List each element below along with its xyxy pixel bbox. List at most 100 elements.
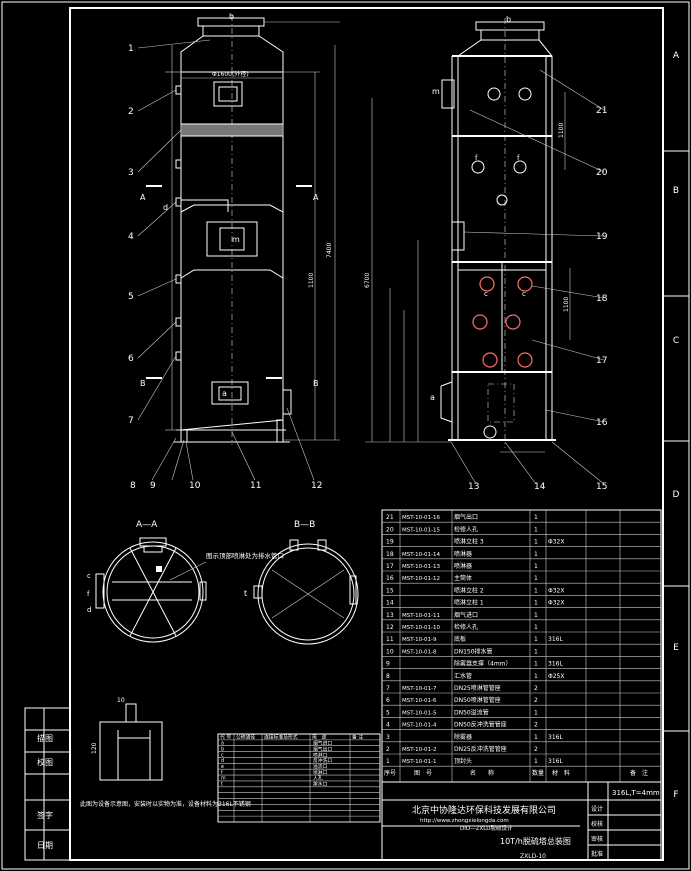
nozzle-cell: t bbox=[221, 782, 223, 788]
nozzle-header-cell: 公称通径 bbox=[236, 733, 255, 740]
bom-row-material: 316L bbox=[548, 636, 563, 643]
bom-row-drawing-no: MST-10-01-5 bbox=[402, 710, 437, 716]
side-callouts: 21 20 19 18 17 16 15 14 13 bbox=[468, 106, 608, 492]
nozzle-header-cell: 代 号 bbox=[220, 733, 231, 740]
front-nozzle-d: d bbox=[163, 203, 168, 212]
front-dim-height: 7400 bbox=[326, 243, 333, 258]
bom-row-material: Φ25X bbox=[548, 673, 564, 680]
bom-row-qty: 1 bbox=[534, 600, 538, 607]
callout-18: 18 bbox=[596, 294, 608, 304]
title-side-label-3: 审核 bbox=[591, 835, 603, 843]
bom-row-qty: 1 bbox=[534, 661, 538, 668]
bom-row-drawing-no: MST-10-01-12 bbox=[402, 576, 440, 582]
section-aa: A—A c f d 图示顶部喷淋处为排水管口 bbox=[87, 520, 284, 643]
nozzle-cell: 排水口 bbox=[313, 781, 328, 788]
bom-row-no: 5 bbox=[386, 709, 390, 716]
front-view: 7400 1100 Φ1600(外径) b d m a A A B B bbox=[128, 12, 340, 491]
nozzle-cell: 反冲洗口 bbox=[313, 757, 332, 764]
callout-17: 17 bbox=[596, 356, 607, 366]
callout-2: 2 bbox=[128, 107, 134, 117]
title-url: http://www.zhongxielongda.com bbox=[420, 818, 509, 824]
bom-row-name: 主筒体 bbox=[454, 574, 472, 582]
bom-row-no: 20 bbox=[386, 526, 394, 533]
bom-row-name: 汇水管 bbox=[454, 672, 472, 680]
bom-row-qty: 2 bbox=[534, 697, 538, 704]
bom-header-cell: 序号 bbox=[384, 769, 396, 777]
bom-row-qty: 1 bbox=[534, 673, 538, 680]
bom-row-no: 10 bbox=[386, 648, 394, 655]
left-block-label-1: 描图 bbox=[37, 733, 53, 743]
nozzle-header-cell: 备 注 bbox=[352, 733, 363, 740]
callout-20: 20 bbox=[596, 168, 608, 178]
bom-row-qty: 1 bbox=[534, 575, 538, 582]
bom-row-name: 除雾器支撑（4mm） bbox=[454, 660, 512, 668]
bom-row-no: 21 bbox=[386, 514, 394, 521]
callout-7: 7 bbox=[128, 416, 134, 426]
callout-21: 21 bbox=[596, 106, 607, 116]
bom-row-no: 12 bbox=[386, 624, 394, 631]
bom-row-drawing-no: MST-10-01-11 bbox=[402, 613, 440, 619]
side-sprayers bbox=[471, 87, 533, 439]
zone-f: F bbox=[673, 790, 678, 800]
nozzle-cell: 喷淋口 bbox=[313, 769, 328, 776]
section-arrows-front: A A B B bbox=[140, 185, 319, 388]
bom-row-drawing-no: MST-10-01-1 bbox=[402, 759, 437, 765]
bom-header-cell: 名 称 bbox=[470, 769, 494, 777]
callout-1: 1 bbox=[128, 44, 134, 54]
callout-19: 19 bbox=[596, 232, 608, 242]
side-nozzle-m: m bbox=[432, 87, 440, 96]
side-leaders bbox=[449, 69, 605, 485]
nozzle-cell: 人孔 bbox=[313, 775, 323, 782]
bom-row-name: DN25反冲洗管管座 bbox=[454, 745, 507, 753]
bom-header-cell: 数量 bbox=[532, 769, 544, 777]
bom-row-no: 6 bbox=[386, 697, 390, 704]
title-project: DIO—ZXLD脱硫设计 bbox=[460, 824, 513, 832]
side-view: 6700 1100 1100 b m f f c c a 21 20 19 18… bbox=[364, 15, 608, 492]
title-block: 北京中协隆达环保科技发展有限公司 http://www.zhongxielong… bbox=[381, 781, 662, 861]
bom-row-qty: 1 bbox=[534, 612, 538, 619]
bom-row-qty: 1 bbox=[534, 624, 538, 631]
bom-row-qty: 1 bbox=[534, 648, 538, 655]
callout-14: 14 bbox=[534, 482, 546, 492]
detail-dim-side: 120 bbox=[91, 742, 98, 754]
front-callouts: 1 2 3 4 5 6 7 8 9 10 11 12 bbox=[128, 44, 322, 491]
nozzle-cell: 烟气出口 bbox=[313, 745, 332, 752]
bom-row-drawing-no: MST-10-01-2 bbox=[402, 747, 437, 753]
bom-row-qty: 1 bbox=[534, 526, 538, 533]
inner-frame bbox=[69, 7, 664, 861]
bom-row-drawing-no: MST-10-01-9 bbox=[402, 637, 437, 643]
nozzle-cell: 喷淋口 bbox=[313, 751, 328, 758]
bom-row-qty: 2 bbox=[534, 685, 538, 692]
side-dim-upper: 1100 bbox=[558, 123, 565, 138]
callout-5: 5 bbox=[128, 292, 134, 302]
callout-3: 3 bbox=[128, 168, 134, 178]
left-revision-block: 描图 校图 签字 日期 bbox=[24, 707, 71, 861]
bom-row-qty: 1 bbox=[534, 551, 538, 558]
bom-row-no: 19 bbox=[386, 539, 394, 546]
title-material-spec: 316L,T=4mm bbox=[612, 789, 660, 797]
bom-row-name: 烟气出口 bbox=[454, 513, 478, 521]
bom-row-name: DN50溢流管 bbox=[454, 708, 489, 716]
callout-4: 4 bbox=[128, 232, 134, 242]
bom-row-no: 8 bbox=[386, 673, 390, 680]
bom-row-no: 7 bbox=[386, 685, 390, 692]
bom-row-drawing-no: MST-10-01-4 bbox=[402, 723, 437, 729]
section-bb-label: B—B bbox=[294, 520, 315, 530]
bom-row-name: 检修人孔 bbox=[454, 623, 478, 631]
callout-10: 10 bbox=[189, 481, 201, 491]
aa-nozzle-f: f bbox=[87, 590, 90, 598]
nozzle-cell: f bbox=[221, 770, 223, 776]
front-dim-inner: 1100 bbox=[308, 273, 315, 288]
callout-11: 11 bbox=[250, 481, 261, 491]
detail-dim-top: 10 bbox=[117, 697, 125, 704]
side-nozzle-c1: c bbox=[484, 290, 488, 298]
bom-row-no: 17 bbox=[386, 563, 394, 570]
left-block-label-4: 日期 bbox=[37, 841, 53, 850]
nozzle-cell: b bbox=[221, 746, 224, 752]
bom-row-no: 4 bbox=[386, 722, 390, 729]
nozzle-cell: e bbox=[221, 765, 224, 770]
bom-row-qty: 1 bbox=[534, 734, 538, 741]
